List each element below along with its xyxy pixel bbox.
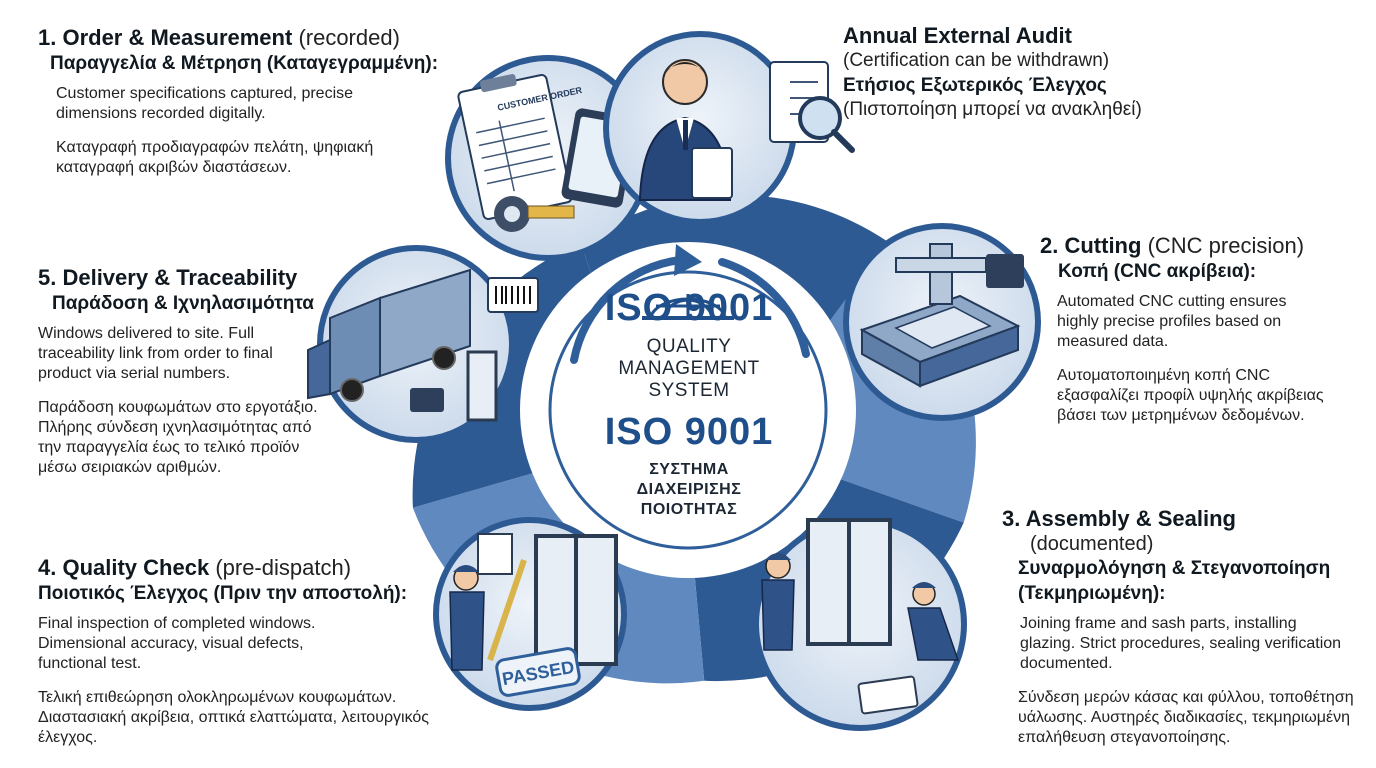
step-2-desc-en: Automated CNC cutting ensures highly pre… (1057, 293, 1287, 350)
step-4-title: 4. Quality Check (pre-dispatch) (38, 555, 352, 580)
cnc-illustration-circle (843, 223, 1041, 421)
audit-block: Annual External Audit (Certification can… (843, 22, 1163, 122)
step-5-desc-gr: Παράδοση κουφωμάτων στο εργοτάξιο. Πλήρη… (38, 399, 318, 476)
step-3-desc-en: Joining frame and sash parts, installing… (1020, 615, 1342, 672)
step-4-desc-en: Final inspection of completed windows. D… (38, 615, 316, 672)
step-2-title-gr: Κοπή (CNC ακρίβεια): (1058, 261, 1257, 282)
audit-note-en: (Certification can be withdrawn) (843, 50, 1110, 71)
qms-label-en: QUALITY MANAGEMENT SYSTEM (618, 336, 760, 401)
center-disk (520, 242, 856, 578)
delivery-illustration-circle (307, 245, 539, 443)
step-3-title: 3. Assembly & Sealing (1002, 506, 1236, 531)
step-1-desc-gr: Καταγραφή προδιαγραφών πελάτη, ψηφιακή κ… (56, 139, 374, 176)
step-3-desc-gr: Σύνδεση μερών κάσας και φύλλου, τοποθέτη… (1018, 689, 1354, 746)
step-2-block: 2. Cutting (CNC precision) Κοπή (CNC ακρ… (1040, 232, 1340, 426)
center-label: ISO 9001 QUALITY MANAGEMENT SYSTEM ISO 9… (560, 288, 818, 520)
step-4-block: 4. Quality Check (pre-dispatch) Ποιοτικό… (38, 554, 458, 748)
audit-title-en: Annual External Audit (843, 23, 1072, 48)
step-2-title: 2. Cutting (CNC precision) (1040, 233, 1305, 258)
iso-label-en: ISO 9001 (604, 287, 774, 329)
audit-title-gr: Ετήσιος Εξωτερικός Έλεγχος (843, 75, 1107, 96)
step-4-title-gr: Ποιοτικός Έλεγχος (Πριν την αποστολή): (38, 583, 408, 604)
inspection-illustration-circle: PASSED (433, 517, 627, 711)
audit-note-gr: (Πιστοποίηση μπορεί να ανακληθεί) (843, 99, 1142, 120)
iso-label-gr: ISO 9001 (604, 411, 774, 453)
auditor-illustration-circle (603, 31, 855, 225)
step-1-block: 1. Order & Measurement (recorded) Παραγγ… (38, 24, 468, 178)
step-1-title: 1. Order & Measurement (recorded) (38, 25, 400, 50)
step-2-desc-gr: Αυτοματοποιημένη κοπή CNC εξασφαλίζει πρ… (1057, 367, 1324, 424)
step-1-desc-en: Customer specifications captured, precis… (56, 85, 354, 122)
order-illustration-circle (445, 55, 651, 261)
qms-label-gr: ΣΥΣΤΗΜΑ ΔΙΑΧΕΙΡΙΣΗΣ ΠΟΙΟΤΗΤΑΣ (636, 461, 742, 518)
step-3-block: 3. Assembly & Sealing (documented) Συναρ… (1002, 505, 1364, 748)
step-1-title-gr: Παραγγελία & Μέτρηση (Καταγεγραμμένη): (50, 53, 439, 74)
step-5-title-gr: Παράδοση & Ιχνηλασιμότητα (52, 293, 314, 314)
step-4-desc-gr: Τελική επιθεώρηση ολοκληρωμένων κουφωμάτ… (38, 689, 430, 746)
step-5-title: 5. Delivery & Traceability (38, 265, 298, 290)
assembly-illustration-circle (753, 517, 967, 731)
step-5-block: 5. Delivery & Traceability Παράδοση & Ιχ… (38, 264, 358, 478)
step-3-title-gr: Συναρμολόγηση & Στεγανοποίηση (Τεκμηριωμ… (1018, 558, 1331, 604)
globe-logo-icon (642, 294, 734, 320)
step-3-qualifier: (documented) (1030, 533, 1154, 555)
step-5-desc-en: Windows delivered to site. Full traceabi… (38, 325, 273, 382)
cycle-arrow-icon (570, 244, 810, 364)
